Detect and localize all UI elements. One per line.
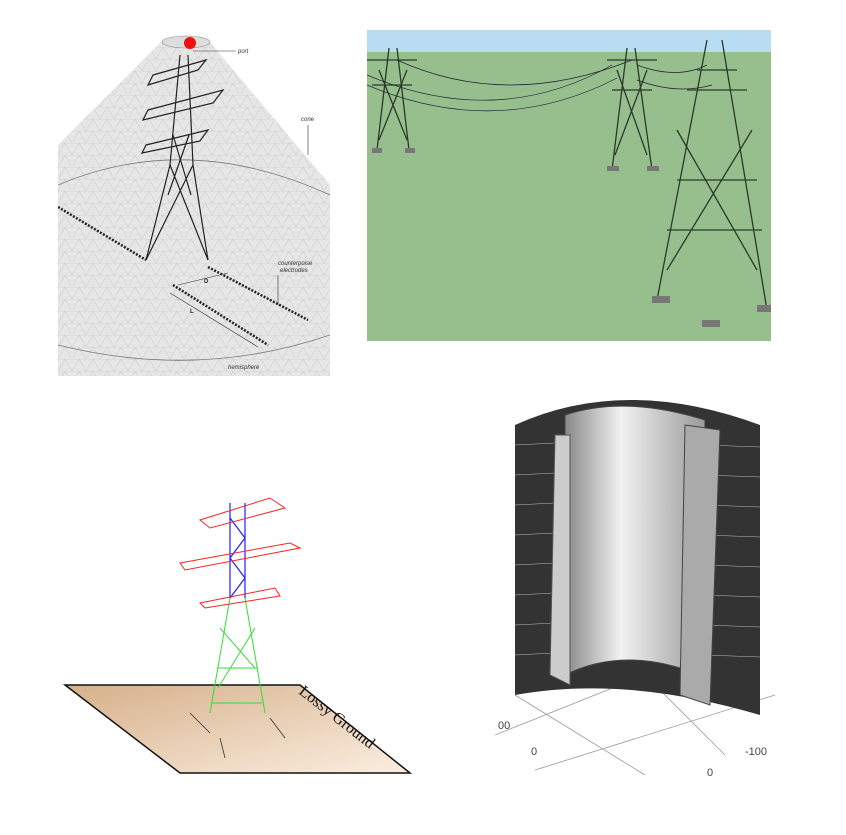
axis-tick-left: 00 — [498, 720, 510, 732]
tower-icon — [140, 54, 225, 261]
counterpoise-label: counterpoise — [278, 261, 313, 267]
d-label: D — [204, 279, 209, 285]
axis-tick-bottom: 0 — [707, 767, 713, 779]
lossy-ground-plane — [62, 684, 412, 774]
cone-label: cone — [301, 117, 315, 123]
l-label: L — [190, 309, 194, 315]
cone-model-panel: port cone counterpoise electrodes D L he… — [58, 35, 330, 376]
electrodes-label: electrodes — [280, 268, 308, 274]
cylinder-model-figure: 00 0 0 -100 — [495, 400, 776, 779]
field-render-figure — [367, 30, 771, 341]
wire-model-figure: Lossy Ground — [62, 497, 412, 774]
tower-icon — [367, 39, 768, 311]
cone-model-figure: port cone counterpoise electrodes D L he… — [58, 35, 330, 376]
axis-tick-right: -100 — [745, 746, 767, 758]
port-label: port — [237, 49, 249, 55]
field-render-panel — [367, 30, 771, 341]
wire-model-panel: Lossy Ground — [60, 488, 412, 778]
axis-tick-center: 0 — [531, 746, 537, 758]
port-marker — [184, 37, 196, 49]
cylinder-model-panel: 00 0 0 -100 — [495, 375, 777, 785]
hemisphere-label: hemisphere — [228, 365, 260, 371]
